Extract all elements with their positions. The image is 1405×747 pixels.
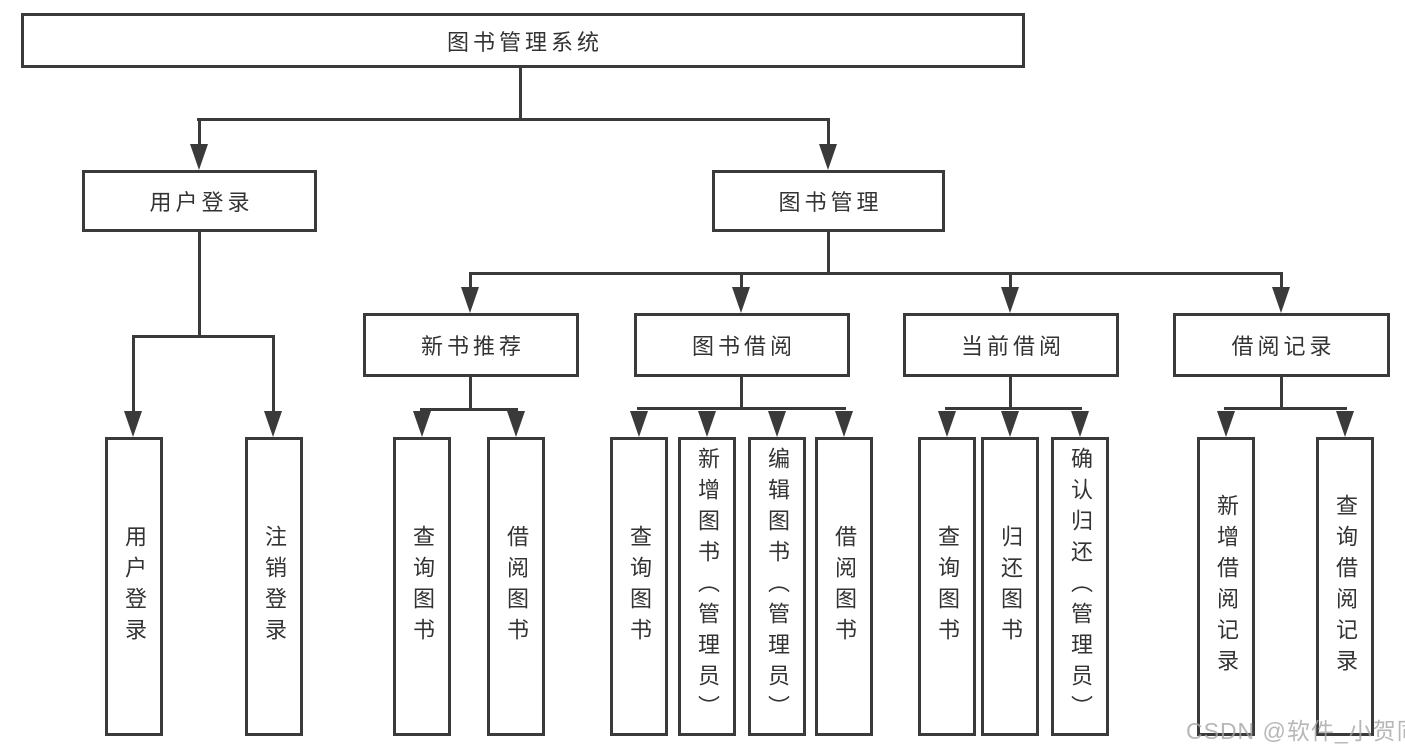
connector-line [132,335,135,415]
node-current-borrow: 当前借阅 [903,313,1119,377]
leaf-borrow-book-recommend: 借阅图书 [487,437,545,736]
leaf-query-borrow-record: 查询借阅记录 [1316,437,1374,736]
leaf-query-book-recommend: 查询图书 [393,437,451,736]
connector-line [1009,377,1012,410]
connector-line [198,232,201,338]
leaf-confirm-return-admin: 确认归还（管理员） [1051,437,1109,736]
arrowhead-icon [1217,411,1235,437]
connector-line [420,408,518,411]
node-user-login: 用户登录 [82,170,317,232]
arrowhead-icon [190,144,208,170]
connector-line [1009,272,1012,292]
arrowhead-icon [938,411,956,437]
connector-line [469,272,1283,275]
csdn-watermark: CSDN @软件_小贺同学 [1186,718,1405,744]
leaf-borrow-book: 借阅图书 [815,437,873,736]
arrowhead-icon [835,411,853,437]
arrowhead-icon [732,287,750,313]
connector-line [827,118,830,152]
arrowhead-icon [264,411,282,437]
node-book-borrow: 图书借阅 [634,313,850,377]
leaf-query-book-borrow: 查询图书 [610,437,668,736]
connector-line [1280,377,1283,410]
arrowhead-icon [819,144,837,170]
connector-line [740,272,743,292]
connector-line [1280,272,1283,292]
arrowhead-icon [630,411,648,437]
leaf-add-borrow-record: 新增借阅记录 [1197,437,1255,736]
leaf-user-login: 用户登录 [105,437,163,736]
node-borrow-record: 借阅记录 [1173,313,1390,377]
leaf-return-book: 归还图书 [981,437,1039,736]
leaf-query-book-current: 查询图书 [918,437,976,736]
leaf-edit-book-admin: 编辑图书（管理员） [748,437,806,736]
arrowhead-icon [768,411,786,437]
connector-line [132,335,275,338]
arrowhead-icon [124,411,142,437]
arrowhead-icon [1272,287,1290,313]
node-root-library-system: 图书管理系统 [21,13,1025,68]
connector-line [469,377,472,411]
arrowhead-icon [698,411,716,437]
connector-line [519,68,522,120]
arrowhead-icon [413,411,431,437]
connector-line [1224,407,1347,410]
connector-line [469,272,472,292]
arrowhead-icon [1001,411,1019,437]
node-new-book-recommend: 新书推荐 [363,313,579,377]
connector-line [827,232,830,275]
connector-line [740,377,743,410]
arrowhead-icon [1071,411,1089,437]
leaf-logout: 注销登录 [245,437,303,736]
connector-line [198,118,201,152]
arrowhead-icon [1336,411,1354,437]
leaf-add-book-admin: 新增图书（管理员） [678,437,736,736]
arrowhead-icon [507,411,525,437]
arrowhead-icon [461,287,479,313]
connector-line [637,407,846,410]
connector-line [197,118,830,121]
node-book-management: 图书管理 [712,170,945,232]
connector-line [272,335,275,415]
connector-line [945,407,1082,410]
arrowhead-icon [1001,287,1019,313]
